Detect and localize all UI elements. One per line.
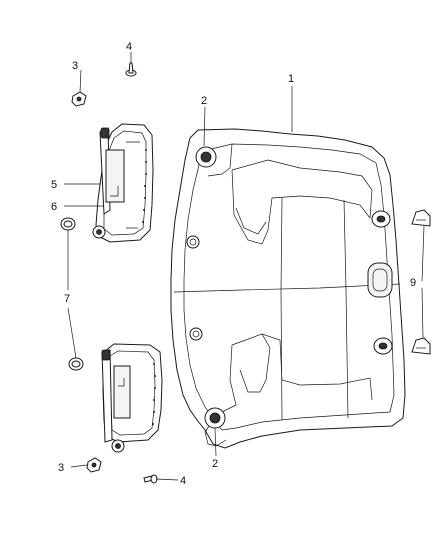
screw-bottom <box>143 474 158 484</box>
coat-hook-top-body <box>411 209 431 227</box>
visor-lower-stitches <box>152 363 156 425</box>
leader-9 <box>421 225 425 339</box>
visor-lower-rod <box>101 349 113 443</box>
leader-4-bottom <box>155 478 179 481</box>
visor-lower-mirror <box>113 365 131 419</box>
leader-2-bottom <box>214 427 217 457</box>
callout-4-bottom: 4 <box>180 475 186 487</box>
leader-lines <box>64 52 425 481</box>
screw-top <box>125 62 137 77</box>
visor-cup-top-center <box>200 151 212 163</box>
sun-visor-lower <box>101 343 163 453</box>
leader-7 <box>67 230 77 359</box>
callout-2-bottom: 2 <box>212 458 218 470</box>
callout-3-bottom: 3 <box>58 462 64 474</box>
hook-boss-rear-center <box>378 342 388 350</box>
headliner <box>170 128 406 449</box>
clip-hole-front-inner <box>189 238 197 246</box>
callout-3-top: 3 <box>72 60 78 72</box>
callout-7: 7 <box>64 293 70 305</box>
clip-7-bottom-center <box>71 360 81 368</box>
bracket-top <box>71 91 87 107</box>
visor-cup-bottom-center <box>209 412 221 424</box>
dome-lamp-inner <box>372 268 388 292</box>
sun-visor-upper <box>92 123 154 243</box>
coat-hook-top <box>411 209 431 227</box>
bracket-bottom-hole <box>91 462 97 468</box>
callout-1: 1 <box>288 73 294 85</box>
dome-lamp-opening <box>367 262 393 298</box>
callout-9: 9 <box>410 277 416 289</box>
leader-2-top <box>203 106 206 147</box>
front-seam <box>207 143 233 177</box>
visor-upper-mirror-mark <box>110 186 119 197</box>
rib-right <box>343 199 349 419</box>
visor-lower-clip-center <box>115 443 121 449</box>
leader-3-bottom <box>70 464 88 468</box>
callout-6: 6 <box>51 201 57 213</box>
visor-upper-clip-center <box>96 229 102 235</box>
visor-lower-pivot <box>101 349 111 361</box>
centre-line <box>173 283 401 293</box>
clip-7-top-center <box>63 220 73 228</box>
bracket-bottom <box>86 457 102 473</box>
clip-hole-rear <box>189 327 203 341</box>
bracket-top-hole <box>76 96 82 102</box>
visor-upper-lines <box>126 141 140 229</box>
upper-recess <box>231 159 373 245</box>
screw-top-shank <box>128 62 134 74</box>
clip-7-top <box>60 217 76 231</box>
upper-recess-side <box>235 207 267 235</box>
callout-5: 5 <box>51 179 57 191</box>
coat-hook-bottom <box>411 337 431 355</box>
coat-hook-bottom-body <box>411 337 431 355</box>
clip-7-bottom <box>68 357 84 371</box>
visor-upper-stitches <box>142 149 147 223</box>
headliner-inner-rim <box>183 143 395 431</box>
clip-hole-front <box>186 235 200 249</box>
leader-3-top <box>79 69 82 93</box>
hook-boss-front-center <box>376 215 386 223</box>
callout-2-top: 2 <box>201 95 207 107</box>
visor-upper-pivot <box>100 127 110 139</box>
callout-4-top: 4 <box>126 41 132 53</box>
rear-flap <box>204 421 227 447</box>
visor-upper-mirror <box>105 149 125 203</box>
visor-lower-mirror-mark <box>118 378 125 387</box>
clip-hole-rear-inner <box>192 330 200 338</box>
lower-recess <box>221 333 373 413</box>
